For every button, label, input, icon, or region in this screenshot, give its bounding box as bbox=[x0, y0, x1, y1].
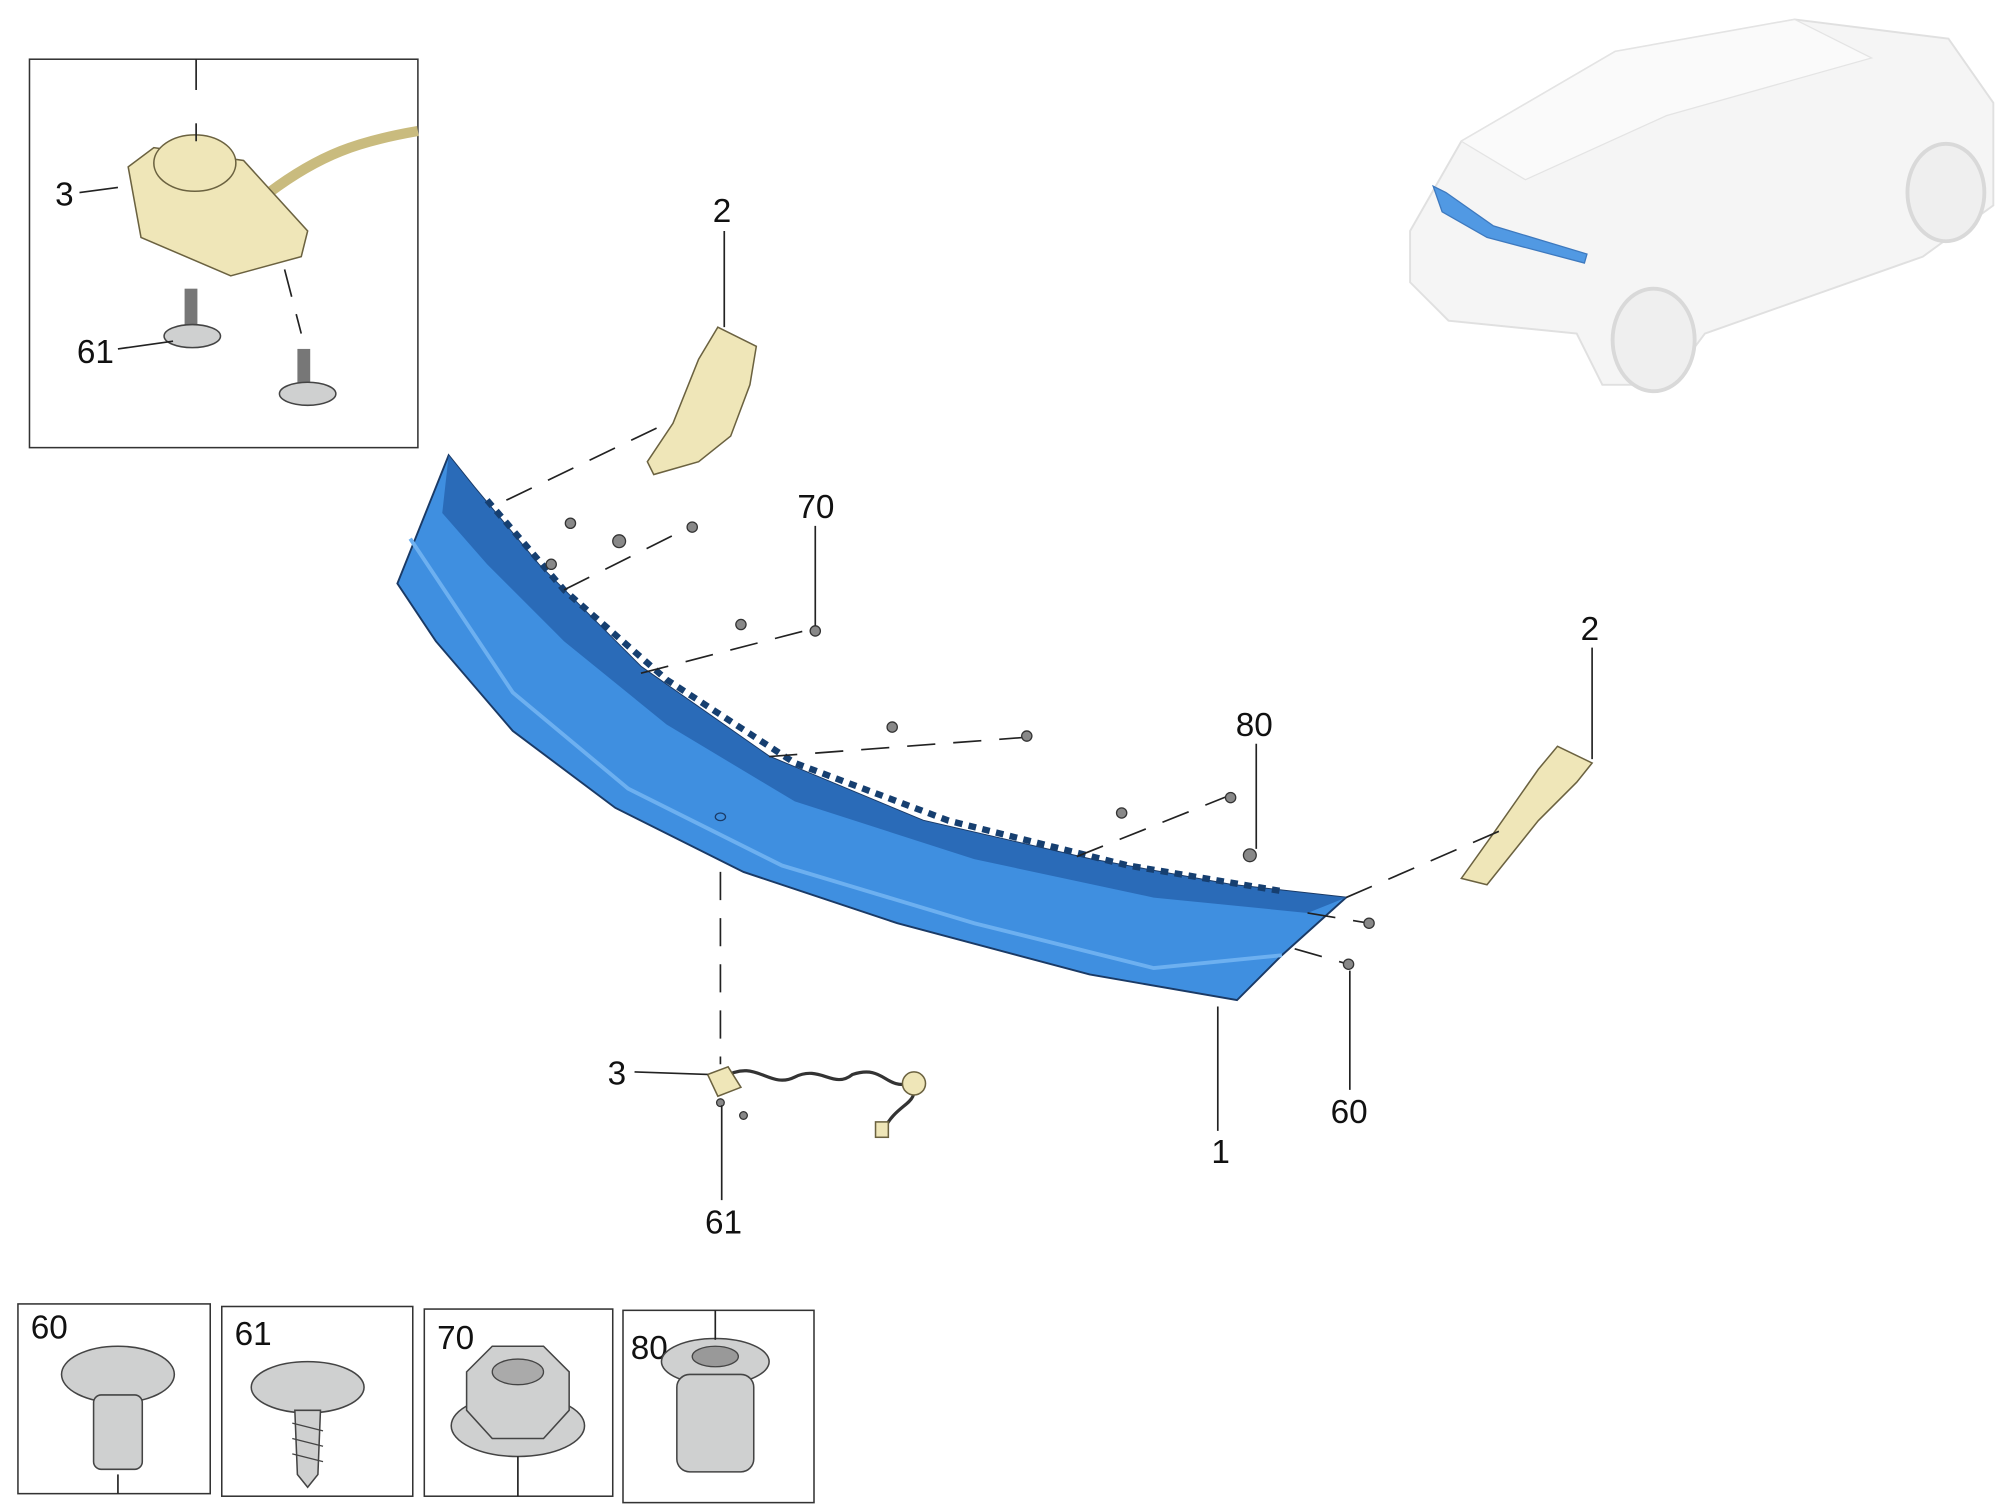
fastener-box-80: 80 bbox=[622, 1309, 815, 1504]
cover-left-part: 2 bbox=[646, 193, 758, 476]
callout-nut-70: 70 bbox=[797, 489, 834, 526]
callout-screw-60: 60 bbox=[1331, 1094, 1368, 1131]
cover-right-part: 2 bbox=[1460, 611, 1600, 886]
callout-cover-right: 2 bbox=[1581, 611, 1600, 648]
fastener-box-label: 60 bbox=[31, 1310, 68, 1347]
sensor-detail-inset: 3 61 bbox=[28, 58, 419, 449]
assembly-lines bbox=[505, 422, 1501, 1065]
fastener-box-70: 70 bbox=[423, 1308, 614, 1497]
highlighted-trim-on-vehicle bbox=[1432, 184, 1588, 264]
fastener-box-label: 61 bbox=[235, 1316, 272, 1353]
fastener-box-60: 60 bbox=[17, 1303, 211, 1495]
callout-inset-screw: 61 bbox=[77, 334, 114, 371]
fastener-box-label: 70 bbox=[437, 1320, 474, 1357]
callout-insert-80: 80 bbox=[1236, 707, 1273, 744]
fastener-box-61: 61 bbox=[220, 1305, 414, 1497]
vehicle-overview bbox=[1409, 18, 1995, 394]
sensor-with-harness: 3 61 bbox=[608, 1056, 927, 1241]
callout-bumper-trim: 1 bbox=[1211, 1134, 1230, 1171]
bumper-trim-part bbox=[396, 453, 1349, 1002]
callout-cover-left: 2 bbox=[713, 193, 732, 230]
callout-inset-sensor: 3 bbox=[55, 176, 74, 213]
callout-sensor: 3 bbox=[608, 1056, 627, 1093]
callout-sensor-screw: 61 bbox=[705, 1204, 742, 1241]
